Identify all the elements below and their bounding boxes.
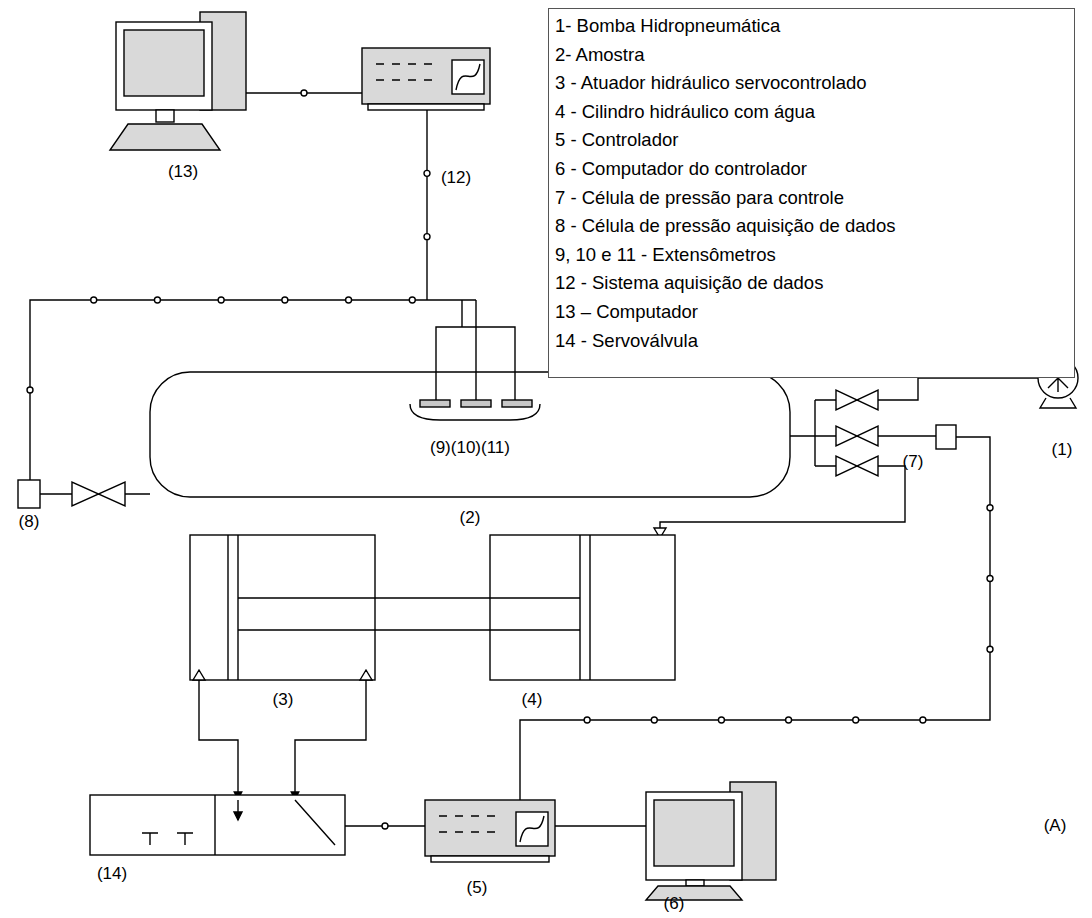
- legend-line: 7 - Célula de pressão para controle: [555, 184, 1068, 213]
- servovalve-14: [90, 795, 345, 855]
- computer-6: [646, 782, 776, 900]
- legend-line: 12 - Sistema aquisição de dados: [555, 269, 1068, 298]
- legend-line: 2- Amostra: [555, 41, 1068, 70]
- wire-dot: [584, 717, 590, 723]
- manifold: [654, 378, 1038, 538]
- sample-tank: [150, 372, 790, 497]
- legend-box: 1- Bomba Hidropneumática2- Amostra3 - At…: [548, 8, 1075, 378]
- wire-dot: [301, 90, 307, 96]
- wire-dot: [987, 646, 993, 652]
- signal-wire: [520, 437, 990, 800]
- wire-dot: [786, 717, 792, 723]
- callout-number: (8): [19, 512, 40, 532]
- callout-number: (A): [1044, 816, 1067, 836]
- legend-line: 4 - Cilindro hidráulico com água: [555, 98, 1068, 127]
- wire-dot: [651, 717, 657, 723]
- data-acquisition-12: [362, 48, 490, 110]
- wire-dot: [920, 717, 926, 723]
- wire-dot: [424, 170, 430, 176]
- signal-wire: [555, 825, 646, 826]
- callout-number: (3): [273, 690, 294, 710]
- wire-dot: [382, 823, 388, 829]
- legend-line: 8 - Célula de pressão aquisição de dados: [555, 212, 1068, 241]
- wire-dot: [154, 297, 160, 303]
- wire-dot: [987, 505, 993, 511]
- signal-wire: [426, 110, 427, 300]
- wire-dot: [424, 234, 430, 240]
- signal-wire: [30, 300, 476, 480]
- callout-number: (2): [460, 508, 481, 528]
- wire-dot: [409, 297, 415, 303]
- callout-number: (6): [664, 894, 685, 914]
- callout-number: (4): [522, 690, 543, 710]
- pressure-cell-8: [18, 480, 40, 508]
- callout-number: (9)(10)(11): [430, 438, 510, 458]
- legend-line: 9, 10 e 11 - Extensômetros: [555, 241, 1068, 270]
- wire-dot: [218, 297, 224, 303]
- wire-dot: [718, 717, 724, 723]
- legend-line: 1- Bomba Hidropneumática: [555, 12, 1068, 41]
- legend-line: 14 - Servoválvula: [555, 327, 1068, 356]
- legend-line: 3 - Atuador hidráulico servocontrolado: [555, 69, 1068, 98]
- strain-gauges: [410, 300, 540, 420]
- wire-dot: [987, 576, 993, 582]
- pipe: [40, 493, 150, 494]
- wire-dot: [346, 297, 352, 303]
- wire-dot: [91, 297, 97, 303]
- callout-number: (1): [1052, 440, 1073, 460]
- legend-line: 13 – Computador: [555, 298, 1068, 327]
- legend-line: 6 - Computador do controlador: [555, 155, 1068, 184]
- controller-5: [425, 800, 555, 862]
- hydraulic-cylinders: [190, 535, 675, 800]
- callout-number: (5): [467, 878, 488, 898]
- callout-number: (14): [97, 864, 127, 884]
- callout-number: (13): [168, 162, 198, 182]
- wire-dot: [27, 387, 33, 393]
- legend-line: 5 - Controlador: [555, 126, 1068, 155]
- computer-13: [110, 12, 246, 150]
- callout-number: (7): [903, 452, 924, 472]
- valve: [72, 482, 125, 506]
- wire-dot: [282, 297, 288, 303]
- callout-number: (12): [441, 168, 471, 188]
- wire-dot: [853, 717, 859, 723]
